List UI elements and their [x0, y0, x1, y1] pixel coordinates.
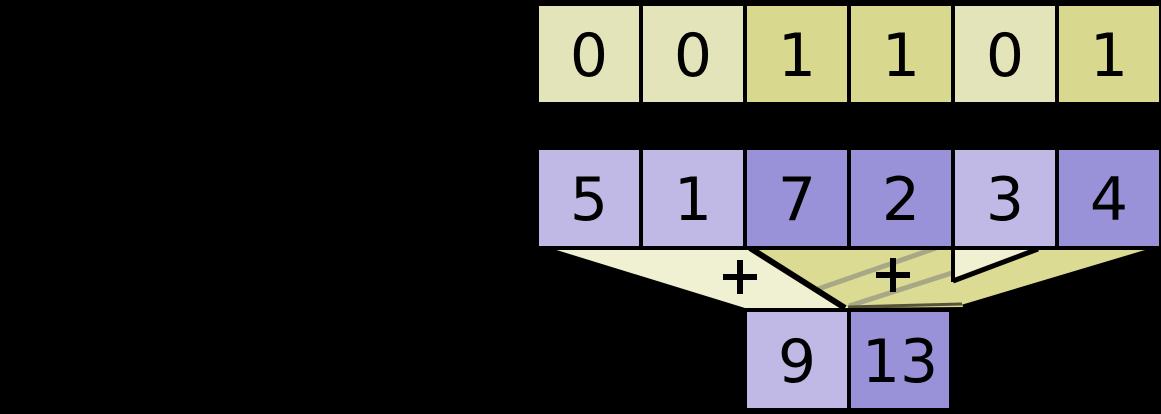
- value-row-cell-label: 1: [674, 165, 712, 235]
- sum-funnels: ++: [550, 245, 1158, 311]
- mask-row-cell-label: 1: [778, 21, 816, 91]
- mask-row-cell-label: 1: [882, 21, 920, 91]
- result-row-cell-label: 13: [862, 327, 938, 397]
- mask-row-cell: [1055, 2, 1161, 106]
- value-row-cell-label: 7: [778, 165, 816, 235]
- plus-icon: +: [723, 260, 757, 294]
- mask-row-cell-label: 0: [986, 21, 1024, 91]
- value-row-cell-label: 3: [986, 165, 1024, 235]
- notch-edge: [952, 246, 1039, 284]
- mask-row-cell-label: 1: [1090, 21, 1128, 91]
- value-row-cell-label: 4: [1090, 165, 1128, 235]
- value-row-cell: [535, 146, 643, 250]
- funnel-bottom-edge: [847, 302, 963, 309]
- value-row-cell: [1055, 146, 1161, 250]
- result-row-cell-label: 9: [778, 327, 816, 397]
- mask-row-cell-label: 0: [570, 21, 608, 91]
- result-row: 9 13: [743, 308, 953, 412]
- value-row-cell: [639, 146, 747, 250]
- value-row-cell: [951, 146, 1059, 250]
- occluded-edge-line: [817, 245, 937, 292]
- mask-row-cell: [639, 2, 747, 106]
- value-row-cell-label: 2: [882, 165, 920, 235]
- value-row-cell: [743, 146, 851, 250]
- value-row-cell-label: 5: [570, 165, 608, 235]
- result-row-cell: [743, 308, 851, 412]
- mask-row-cell-label: 0: [674, 21, 712, 91]
- funnel-edge-left-of-dark: [748, 245, 847, 311]
- plus-icon: +: [876, 258, 910, 292]
- mask-row-cell: [847, 2, 955, 106]
- result-row-cell: [847, 308, 953, 412]
- funnel-edge-right-of-dark: [962, 246, 1158, 310]
